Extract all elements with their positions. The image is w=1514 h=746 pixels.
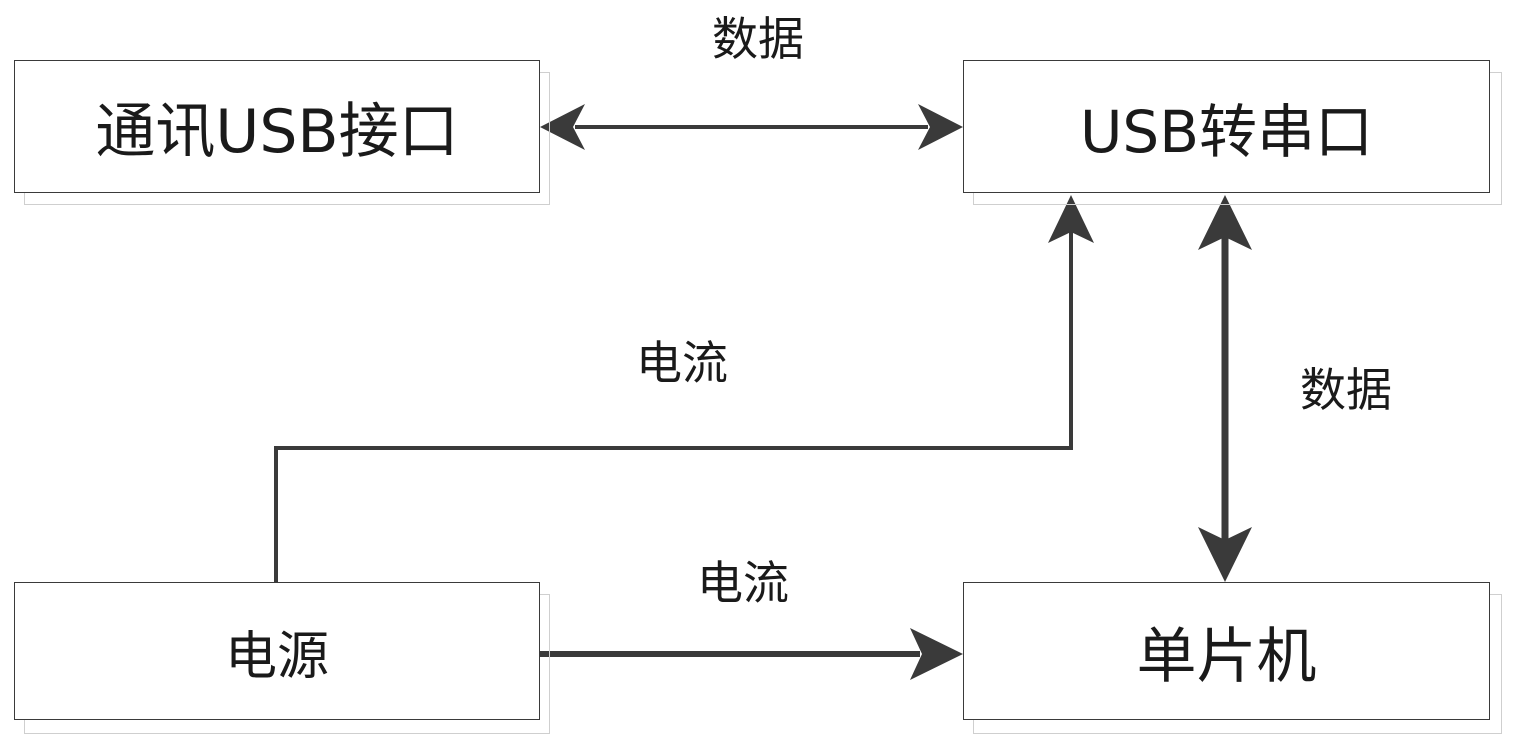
usb-interface-box: 通讯USB接口	[14, 60, 540, 193]
mcu-label: 单片机	[1137, 608, 1317, 695]
mcu-box: 单片机	[963, 582, 1490, 720]
usb-serial-box: USB转串口	[963, 60, 1490, 193]
data-label-top: 数据	[712, 16, 804, 62]
data-label-right: 数据	[1300, 367, 1392, 413]
power-box: 电源	[14, 582, 540, 720]
current-label-bottom: 电流	[697, 560, 789, 606]
usb-interface-label: 通讯USB接口	[95, 83, 458, 170]
power-label: 电源	[225, 614, 329, 689]
usb-serial-label: USB转串口	[1080, 85, 1373, 169]
current-label-mid: 电流	[636, 340, 728, 386]
current-link-usb-serial	[276, 230, 1071, 582]
